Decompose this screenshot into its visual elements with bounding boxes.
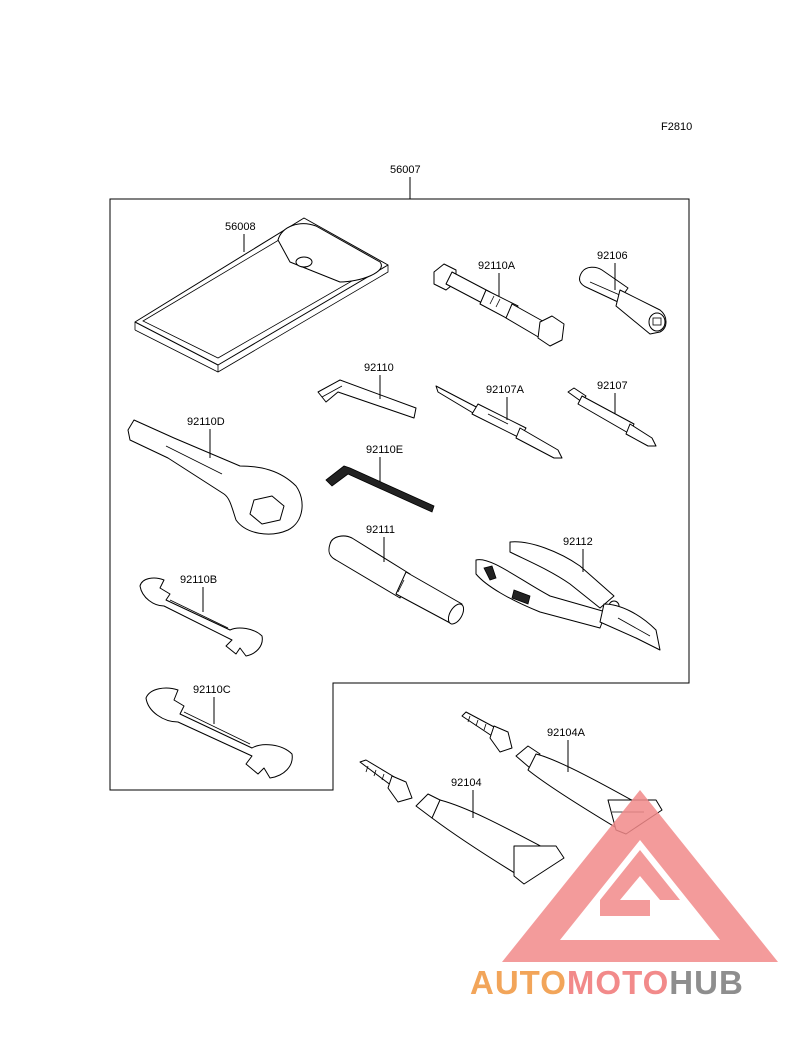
- hex-key-small-part: [325, 465, 435, 513]
- watermark-moto: MOTO: [567, 964, 669, 1001]
- label-socket-wrench: 92110A: [478, 260, 516, 272]
- label-screwdriver: 92107: [597, 380, 628, 392]
- socket-short-part: [579, 266, 667, 335]
- watermark-logo: [502, 790, 778, 962]
- watermark-auto: AUTO: [470, 964, 567, 1001]
- pliers-part: [475, 541, 661, 651]
- label-hex-key: 92110: [364, 362, 394, 374]
- socket-wrench-part: [433, 263, 565, 347]
- assembly-label: 56007: [390, 164, 421, 176]
- wrench-small-part: [139, 577, 263, 657]
- watermark-inner-g-icon: [600, 850, 680, 916]
- label-handle-bar: 92111: [366, 524, 395, 536]
- label-wrench-small: 92110B: [180, 574, 217, 586]
- label-hex-key-small: 92110E: [366, 444, 403, 456]
- figure-code: F2810: [661, 121, 692, 133]
- label-pliers: 92112: [563, 536, 593, 548]
- label-tube-upper: 92104A: [547, 727, 586, 739]
- watermark-hub: HUB: [669, 964, 744, 1001]
- label-socket-short: 92106: [597, 250, 628, 262]
- label-wrench-large: 92110C: [193, 684, 231, 696]
- ring-wrench-part: [127, 419, 303, 535]
- watermark-triangle-icon: [502, 790, 778, 962]
- wrench-large-part: [145, 687, 293, 779]
- watermark-text: AUTOMOTOHUB: [470, 964, 744, 1001]
- screwdriver-double-part: [435, 385, 563, 459]
- label-ring-wrench: 92110D: [187, 416, 225, 428]
- toolkit-boundary: [109, 198, 690, 791]
- screwdriver-part: [567, 387, 657, 447]
- hex-key-part: [317, 379, 417, 419]
- handle-bar-part: [328, 535, 465, 625]
- pouch-part: [134, 217, 389, 373]
- label-screwdriver-double: 92107A: [486, 384, 525, 396]
- label-tube-lower: 92104: [451, 777, 482, 789]
- label-pouch: 56008: [225, 221, 256, 233]
